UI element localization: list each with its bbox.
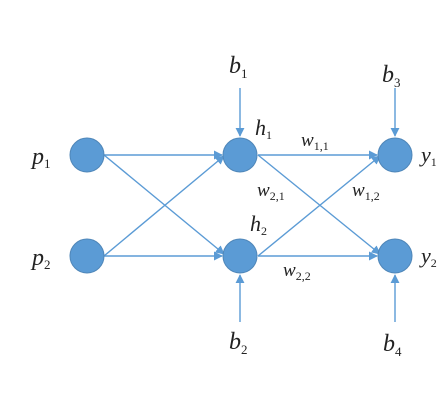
label-w12: w1,2 [352, 180, 380, 203]
bias-arrows [235, 88, 400, 322]
label-b3: b3 [382, 62, 401, 90]
label-w22: w2,2 [283, 260, 311, 283]
label-b2: b2 [229, 329, 248, 357]
label-y1: y1 [419, 142, 437, 169]
label-b4: b4 [383, 331, 402, 359]
label-h1: h1 [255, 115, 272, 142]
node-p1 [69, 137, 105, 173]
edges-hidden-output [257, 150, 381, 261]
label-w11: w1,1 [301, 130, 329, 153]
label-p1: p1 [30, 144, 51, 171]
node-y1 [377, 137, 413, 173]
edge-h1-y2 [257, 154, 381, 255]
label-p2: p2 [30, 245, 51, 272]
edge-p2-h1 [103, 155, 225, 257]
edges-input-hidden [103, 150, 225, 261]
node-h2 [222, 238, 258, 274]
label-h2: h2 [250, 211, 267, 238]
node-y2 [377, 238, 413, 274]
nodes [69, 137, 413, 274]
edge-p1-h2 [103, 154, 225, 255]
node-p2 [69, 238, 105, 274]
label-y2: y2 [419, 243, 437, 270]
label-b1: b1 [229, 53, 248, 81]
edge-h2-y1 [257, 155, 381, 257]
node-h1 [222, 137, 258, 173]
label-w21: w2,1 [257, 180, 285, 203]
